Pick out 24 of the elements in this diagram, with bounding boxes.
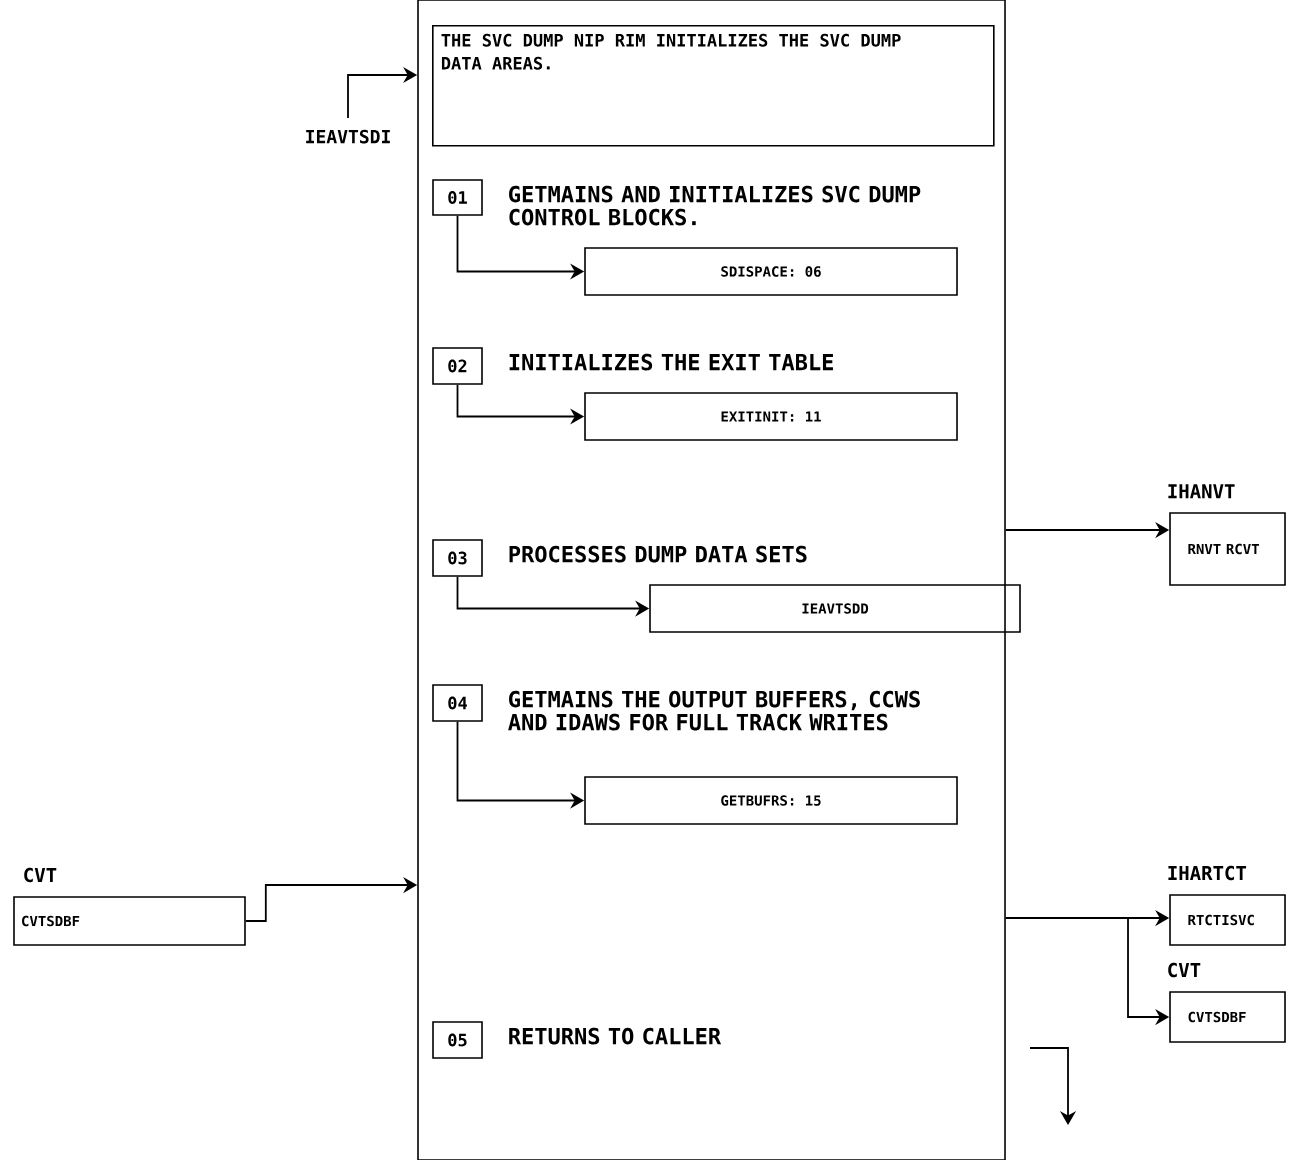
step-number-box: 02	[432, 347, 483, 385]
box-heading: CVT	[1168, 962, 1201, 978]
box-heading: IHANVT	[1168, 484, 1235, 499]
box-heading: IHARTCT	[1168, 865, 1247, 881]
step-text: INITIALIZES THE EXIT TABLE	[509, 353, 833, 371]
data-area-box: RNVT RCVT	[1169, 512, 1286, 586]
process-box	[417, 0, 1006, 1160]
step-number-box: 05	[432, 1021, 483, 1059]
module-box: SDISPACE: 06	[584, 247, 958, 296]
module-box: GETBUFRS: 15	[584, 776, 958, 825]
module-box: EXITINIT: 11	[584, 392, 958, 441]
step-text: RETURNS TO CALLER	[509, 1027, 722, 1045]
step-text: GETMAINS THE OUTPUT BUFFERS, CCWS AND IDAWS FOR FULL TRACK WRITES	[508, 690, 920, 731]
step-number-box: 01	[432, 179, 483, 216]
step-number-box: 03	[432, 539, 483, 577]
data-area-box: RTCTISVC	[1169, 894, 1286, 946]
step-number-box: 04	[432, 684, 483, 722]
data-area-box: CVTSDBF	[1169, 991, 1286, 1043]
data-area-box: CVTSDBF	[13, 896, 246, 946]
step-text: PROCESSES DUMP DATA SETS	[509, 545, 807, 563]
box-heading: CVT	[24, 867, 57, 883]
description-box: THE SVC DUMP NIP RIM INITIALIZES THE SVC DUMP DATA AREAS.	[432, 25, 995, 147]
edge-label: IEAVTSDI	[303, 128, 393, 145]
step-text: GETMAINS AND INITIALIZES SVC DUMP CONTROL BLOCKS.	[509, 185, 921, 226]
